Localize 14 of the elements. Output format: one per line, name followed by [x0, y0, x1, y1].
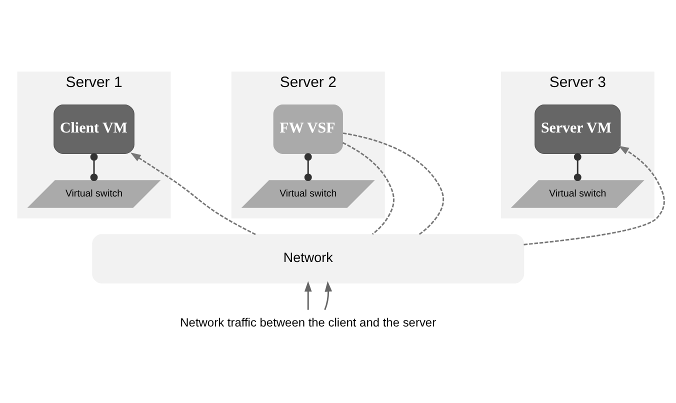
- node-box: Server VM: [534, 104, 621, 154]
- arrow: [304, 281, 312, 310]
- connector: [342, 142, 394, 235]
- node-box: Client VM: [54, 104, 134, 154]
- connector: [574, 153, 582, 182]
- connector: [304, 153, 312, 182]
- connector: [90, 153, 98, 182]
- arrow: [524, 146, 665, 246]
- connector: [342, 132, 444, 235]
- node-box: FW VSF: [273, 104, 343, 154]
- arrow: [324, 281, 332, 310]
- node-box: Network: [92, 234, 524, 284]
- arrow: [130, 152, 256, 236]
- node-text: Network traffic between the client and the server: [180, 315, 436, 330]
